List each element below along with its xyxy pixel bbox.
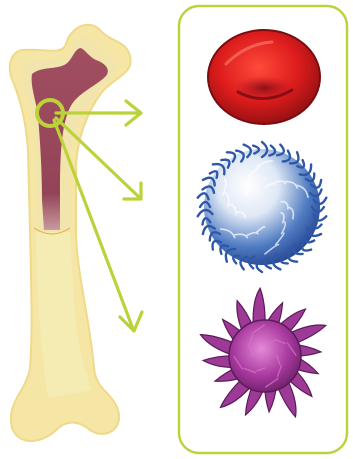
bone-cross-section-icon (10, 25, 131, 441)
red-blood-cell-icon (208, 30, 320, 124)
